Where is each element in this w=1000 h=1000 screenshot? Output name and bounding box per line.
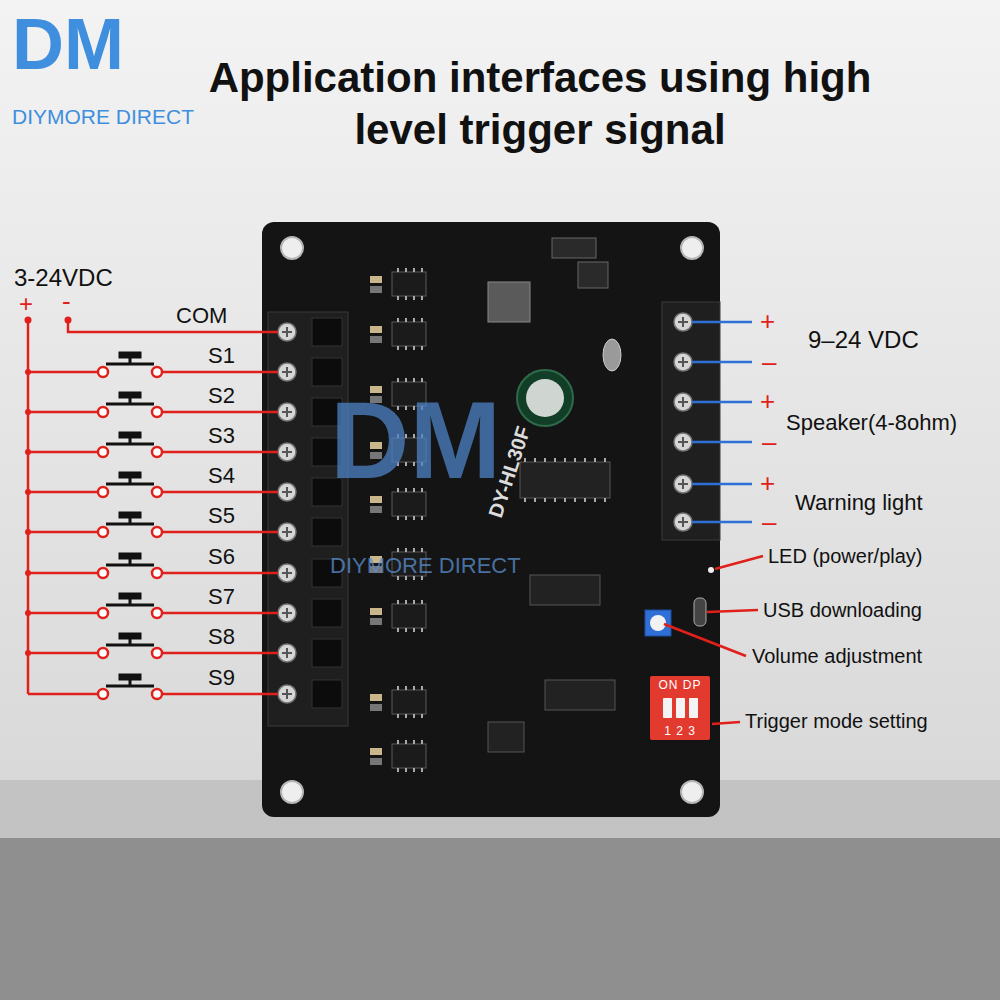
crystal bbox=[603, 339, 621, 371]
polarity-sign: + bbox=[760, 388, 775, 414]
watermark: DM bbox=[330, 385, 501, 495]
polarity-sign: – bbox=[762, 349, 776, 375]
terminal-slots bbox=[312, 318, 342, 708]
pin-name: S8 bbox=[208, 626, 235, 648]
terminal-block bbox=[268, 312, 348, 726]
callout-label: Volume adjustment bbox=[752, 646, 922, 666]
potentiometer bbox=[645, 610, 671, 636]
switch-slot bbox=[689, 698, 698, 718]
pin-name: S2 bbox=[208, 385, 235, 407]
pin-name: S6 bbox=[208, 546, 235, 568]
push-buttons bbox=[98, 367, 162, 699]
callout-label: LED (power/play) bbox=[768, 546, 923, 566]
pin-name: S5 bbox=[208, 505, 235, 527]
polarity-sign: – bbox=[762, 509, 776, 535]
chip-pins bbox=[525, 458, 605, 502]
watermark: DIYMORE DIRECT bbox=[330, 555, 521, 577]
voltage-label: 3-24VDC bbox=[14, 266, 113, 290]
polarity-sign: – bbox=[762, 429, 776, 455]
amplifier-chip bbox=[520, 462, 610, 498]
pin-name: S1 bbox=[208, 345, 235, 367]
polarity-sign: + bbox=[19, 292, 33, 316]
logo-text: DIYMORE DIRECT bbox=[12, 106, 194, 127]
chip bbox=[530, 575, 600, 605]
switch-numbers: 1 2 3 bbox=[664, 725, 696, 737]
pin-name: S7 bbox=[208, 586, 235, 608]
led bbox=[708, 567, 714, 573]
polarity-sign: + bbox=[760, 308, 775, 334]
pin-name: COM bbox=[176, 305, 227, 327]
capacitor-top bbox=[526, 379, 564, 417]
potentiometer-knob bbox=[650, 615, 666, 631]
callout-label: USB downloading bbox=[763, 600, 922, 620]
callout-label: Trigger mode setting bbox=[745, 711, 928, 731]
switch-slot bbox=[663, 698, 672, 718]
button-caps bbox=[106, 352, 154, 686]
terminal-screws bbox=[278, 323, 296, 703]
chip bbox=[545, 680, 615, 710]
switch-label: ON DP bbox=[658, 679, 701, 691]
dip-switch: ON DP 1 2 3 bbox=[650, 676, 710, 740]
terminal-block bbox=[662, 302, 720, 540]
pcb-board bbox=[262, 222, 720, 817]
terminal-screws bbox=[674, 313, 692, 531]
shelf-front bbox=[0, 838, 1000, 1000]
terminal-label: Speaker(4-8ohm) bbox=[786, 412, 957, 434]
polarity-sign: - bbox=[62, 288, 71, 314]
capacitor bbox=[517, 370, 573, 426]
transistor bbox=[578, 262, 608, 288]
input-wires bbox=[28, 320, 278, 694]
terminal-label: Warning light bbox=[795, 492, 923, 514]
title: Application interfaces using high level … bbox=[190, 52, 890, 156]
pin-name: S3 bbox=[208, 425, 235, 447]
polarity-sign: + bbox=[760, 470, 775, 496]
output-wires bbox=[692, 322, 752, 522]
pin-name: S4 bbox=[208, 465, 235, 487]
leader-lines bbox=[664, 556, 763, 724]
chip bbox=[488, 722, 524, 752]
switch-slots bbox=[663, 698, 698, 718]
voltage-label: 9–24 VDC bbox=[808, 328, 919, 352]
wire-joints bbox=[25, 317, 72, 657]
optocouplers bbox=[370, 268, 426, 772]
diode bbox=[552, 238, 596, 258]
switch-slot bbox=[676, 698, 685, 718]
usb-port bbox=[694, 598, 706, 626]
logo: DM bbox=[12, 8, 124, 80]
regulator bbox=[488, 282, 530, 322]
pin-name: S9 bbox=[208, 667, 235, 689]
